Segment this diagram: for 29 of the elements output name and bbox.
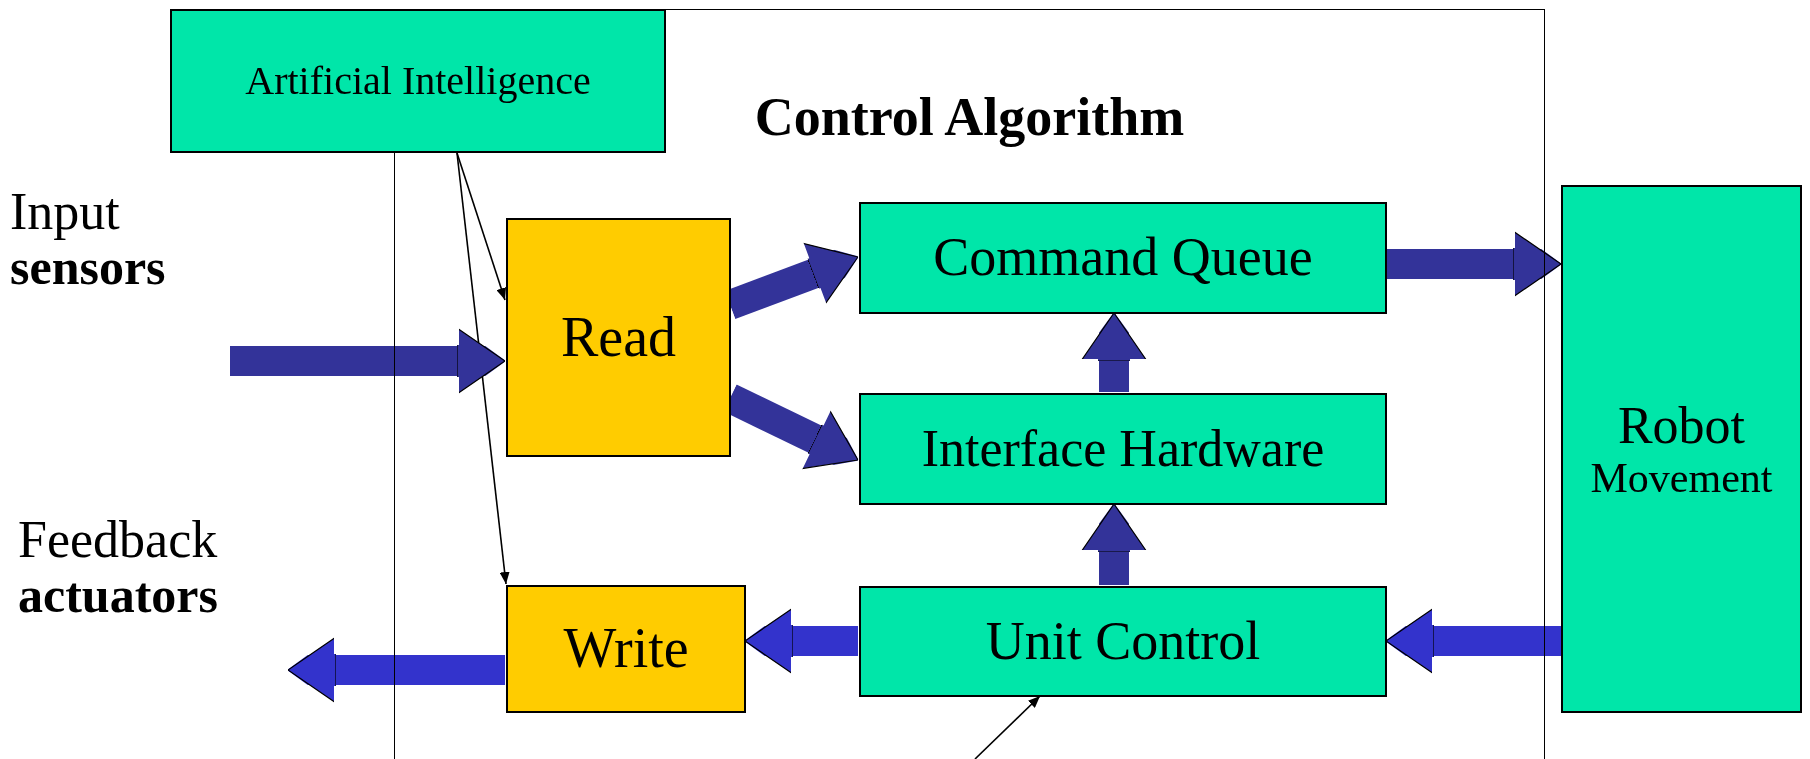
arrow — [1080, 503, 1148, 585]
process-box — [506, 218, 731, 457]
process-box — [859, 202, 1387, 314]
arrow — [230, 327, 506, 395]
process-box — [1561, 185, 1802, 713]
arrow — [1386, 230, 1562, 298]
box-label: Robot — [1617, 397, 1746, 455]
container-frame — [394, 9, 1545, 759]
arrow — [456, 152, 507, 301]
frame-heading: Control Algorithm — [754, 88, 1185, 148]
process-box — [859, 393, 1387, 505]
box-label: Write — [563, 618, 689, 680]
label-subtitle: sensors — [10, 240, 166, 296]
box-label: Movement — [1590, 454, 1773, 501]
process-box — [859, 586, 1387, 697]
box-label: Read — [560, 306, 677, 369]
label-heading: Input — [10, 182, 120, 241]
label-heading: Feedback — [18, 510, 218, 569]
process-box — [506, 585, 746, 713]
arrow — [287, 636, 505, 704]
box-label: Artificial Intelligence — [245, 59, 591, 103]
box-label: Unit Control — [985, 611, 1261, 672]
process-box — [170, 9, 666, 153]
arrow — [456, 152, 510, 585]
label-subtitle: actuators — [18, 568, 218, 624]
arrow — [974, 695, 1041, 759]
arrow — [1080, 312, 1148, 392]
box-label: Command Queue — [933, 228, 1313, 288]
box-label: Interface Hardware — [921, 420, 1325, 478]
